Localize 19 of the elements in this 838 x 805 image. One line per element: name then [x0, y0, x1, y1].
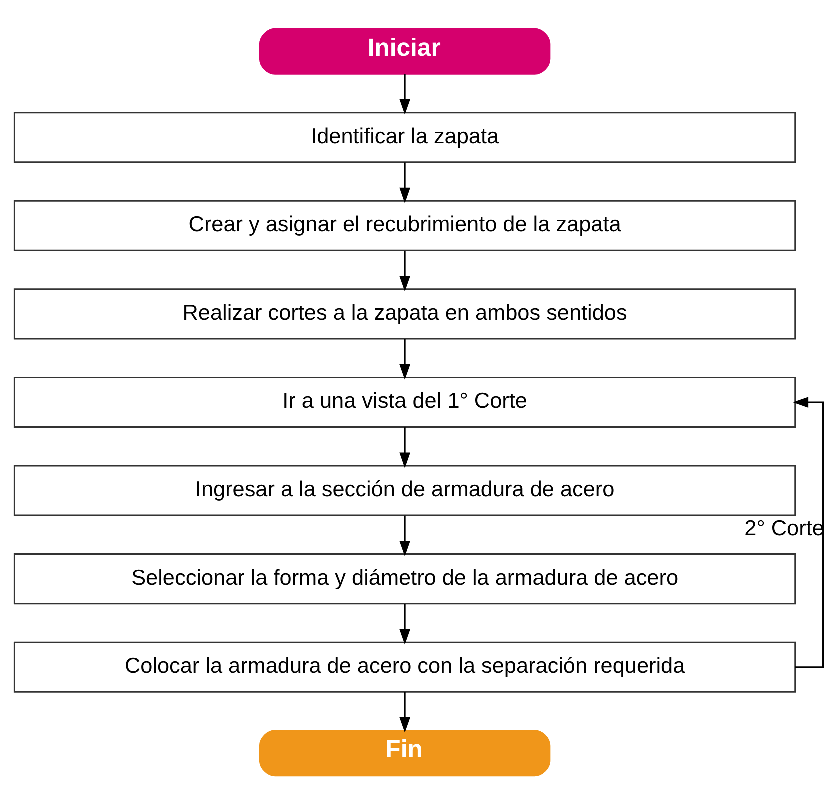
arrow — [400, 162, 410, 204]
node-box: Colocar la armadura de acero con la separación requerida — [14, 642, 796, 693]
node-box: Identificar la zapata — [14, 112, 796, 164]
edge-label: 2° Corte — [744, 515, 824, 540]
arrow — [400, 604, 410, 645]
node-box: Realizar cortes a la zapata en ambos sentidos — [14, 288, 796, 340]
arrow — [400, 339, 410, 380]
node-box: Fin — [259, 730, 551, 777]
arrow — [400, 428, 410, 468]
node-box: Ir a una vista del 1° Corte — [14, 376, 796, 428]
node-box: Ingresar a la sección de armadura de acero — [14, 465, 796, 516]
arrow — [400, 516, 410, 557]
arrow — [400, 250, 410, 292]
arrow — [400, 74, 410, 115]
arrow — [400, 692, 410, 733]
node-box: Iniciar — [259, 28, 551, 75]
node-box: Seleccionar la forma y diámetro de la armadura de acero — [14, 554, 796, 605]
arrow — [793, 397, 824, 668]
node-box: Crear y asignar el recubrimiento de la zapata — [14, 200, 796, 252]
